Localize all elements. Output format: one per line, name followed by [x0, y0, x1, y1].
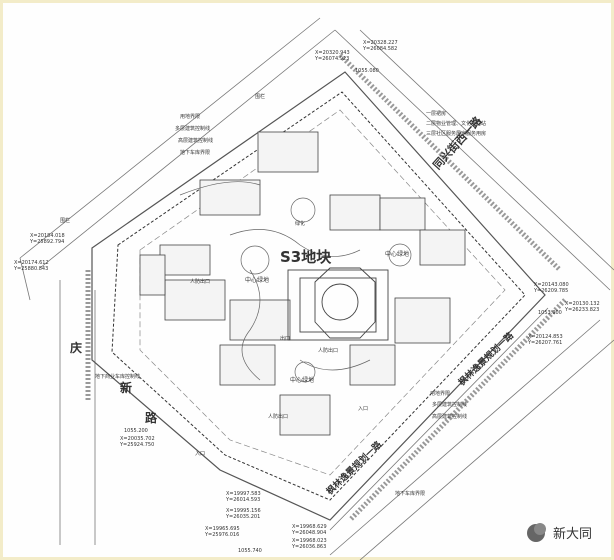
center-green-label: 中心绿地: [245, 276, 269, 284]
coord-y: Y=25892.794: [29, 239, 64, 245]
legend-item: 用地界限: [180, 113, 200, 120]
legend-item: 一层裙房: [426, 110, 446, 117]
legend-item: 三层社区服务居家服务用房: [426, 130, 486, 137]
coord-y: Y=26036.863: [291, 544, 326, 550]
coord-y: Y=26035.201: [225, 514, 260, 520]
annotation: 围栏: [60, 217, 70, 224]
annotation: 出口: [280, 335, 290, 342]
coord-y: Y=25880.843: [13, 266, 48, 272]
site-boundary: [91, 71, 546, 521]
dimension-labels: 1055.080 1055.200 1055.740 1053.900: [124, 68, 562, 554]
coord-x: X=20143.080: [534, 282, 569, 288]
legend-east: 一层裙房 二层物业管理、文化活动站 三层社区服务居家服务用房: [426, 110, 486, 137]
coord-y: Y=26207.761: [527, 340, 562, 346]
coord-x: X=19968.629: [292, 524, 327, 530]
dimension: 1055.740: [238, 548, 262, 554]
dimension: 1055.200: [124, 428, 148, 434]
coord-x: X=20320.943: [315, 50, 350, 56]
legend-item: 多层建筑控制线: [175, 125, 210, 132]
buildings: [139, 131, 466, 436]
garage-boundary: [139, 109, 506, 476]
coord-y: Y=25976.016: [204, 532, 239, 538]
coord-x: X=20124.853: [528, 334, 563, 340]
road-lines: [19, 17, 614, 560]
legend-item: 多层建筑控制线: [432, 401, 467, 408]
watermark-text: 新大同: [553, 526, 592, 542]
coord-x: X=20184.018: [30, 233, 65, 239]
legend-item: 用地界限: [430, 390, 450, 397]
coord-x: X=20130.132: [565, 301, 600, 307]
coord-y: Y=26074.923: [314, 56, 349, 62]
annotation: 绿化: [295, 220, 305, 227]
legend-item: 地下商业车库控制线: [95, 373, 140, 380]
road-hatch: [85, 53, 567, 522]
annotation: 围栏: [255, 93, 265, 100]
coord-x: X=20174.612: [14, 260, 49, 266]
legend-south: 用地界限 多层建筑控制线 高层建筑控制线 地下车库界限: [395, 390, 467, 497]
annotation: 人防出口: [190, 278, 210, 285]
road-name-west-2: 新: [120, 380, 132, 395]
coord-y: Y=25924.750: [119, 442, 154, 448]
watermark: 新大同: [527, 523, 592, 542]
road-name-west-1: 庆: [69, 340, 82, 355]
legend-west: 地下商业车库控制线: [95, 373, 140, 380]
legend-item: 地下车库界限: [180, 149, 210, 156]
coord-x: X=20328.227: [363, 40, 398, 46]
center-green-label-2: 中心绿地: [385, 250, 409, 258]
plot-title: S3地块: [280, 248, 332, 266]
dimension: 1053.900: [538, 310, 562, 316]
center-green-label-3: 中心绿地: [290, 376, 314, 384]
legend-item: 高层建筑控制线: [178, 137, 213, 144]
dimension: 1055.080: [355, 68, 379, 74]
annotation: 入口: [195, 451, 205, 457]
coord-y: Y=26014.593: [225, 497, 260, 503]
coord-x: X=20035.702: [120, 436, 155, 442]
annotation: 入口: [358, 406, 368, 412]
road-name-south-east-2: 枫林逸景规划一路: [324, 438, 385, 497]
coord-x: X=19995.156: [226, 508, 261, 514]
coord-y: Y=26233.823: [564, 307, 599, 313]
central-plaza: [287, 267, 389, 341]
road-name-west-3: 路: [145, 410, 158, 425]
coord-y: Y=26048.904: [291, 530, 326, 536]
coord-x: X=19965.695: [205, 526, 240, 532]
legend-item: 高层建筑控制线: [432, 413, 467, 420]
coordinate-labels: X=20328.227 Y=26084.582 X=20320.943 Y=26…: [13, 40, 600, 550]
annotation: 人防出口: [268, 413, 288, 420]
coord-y: Y=26209.785: [533, 288, 568, 294]
annotation: 人防出口: [318, 347, 338, 354]
legend-north: 用地界限 多层建筑控制线 高层建筑控制线 地下车库界限: [175, 113, 213, 156]
coord-x: X=19997.583: [226, 491, 261, 497]
setback-line: [111, 91, 526, 501]
legend-item: 二层物业管理、文化活动站: [426, 120, 486, 127]
landscape-paths: [179, 181, 412, 383]
annotations: 围栏 围栏 绿化 人防出口 人防出口 人防出口 入口 出口 入口: [60, 93, 368, 457]
coord-x: X=19968.023: [292, 538, 327, 544]
coord-y: Y=26084.582: [362, 46, 397, 52]
legend-item: 地下车库界限: [395, 490, 425, 497]
